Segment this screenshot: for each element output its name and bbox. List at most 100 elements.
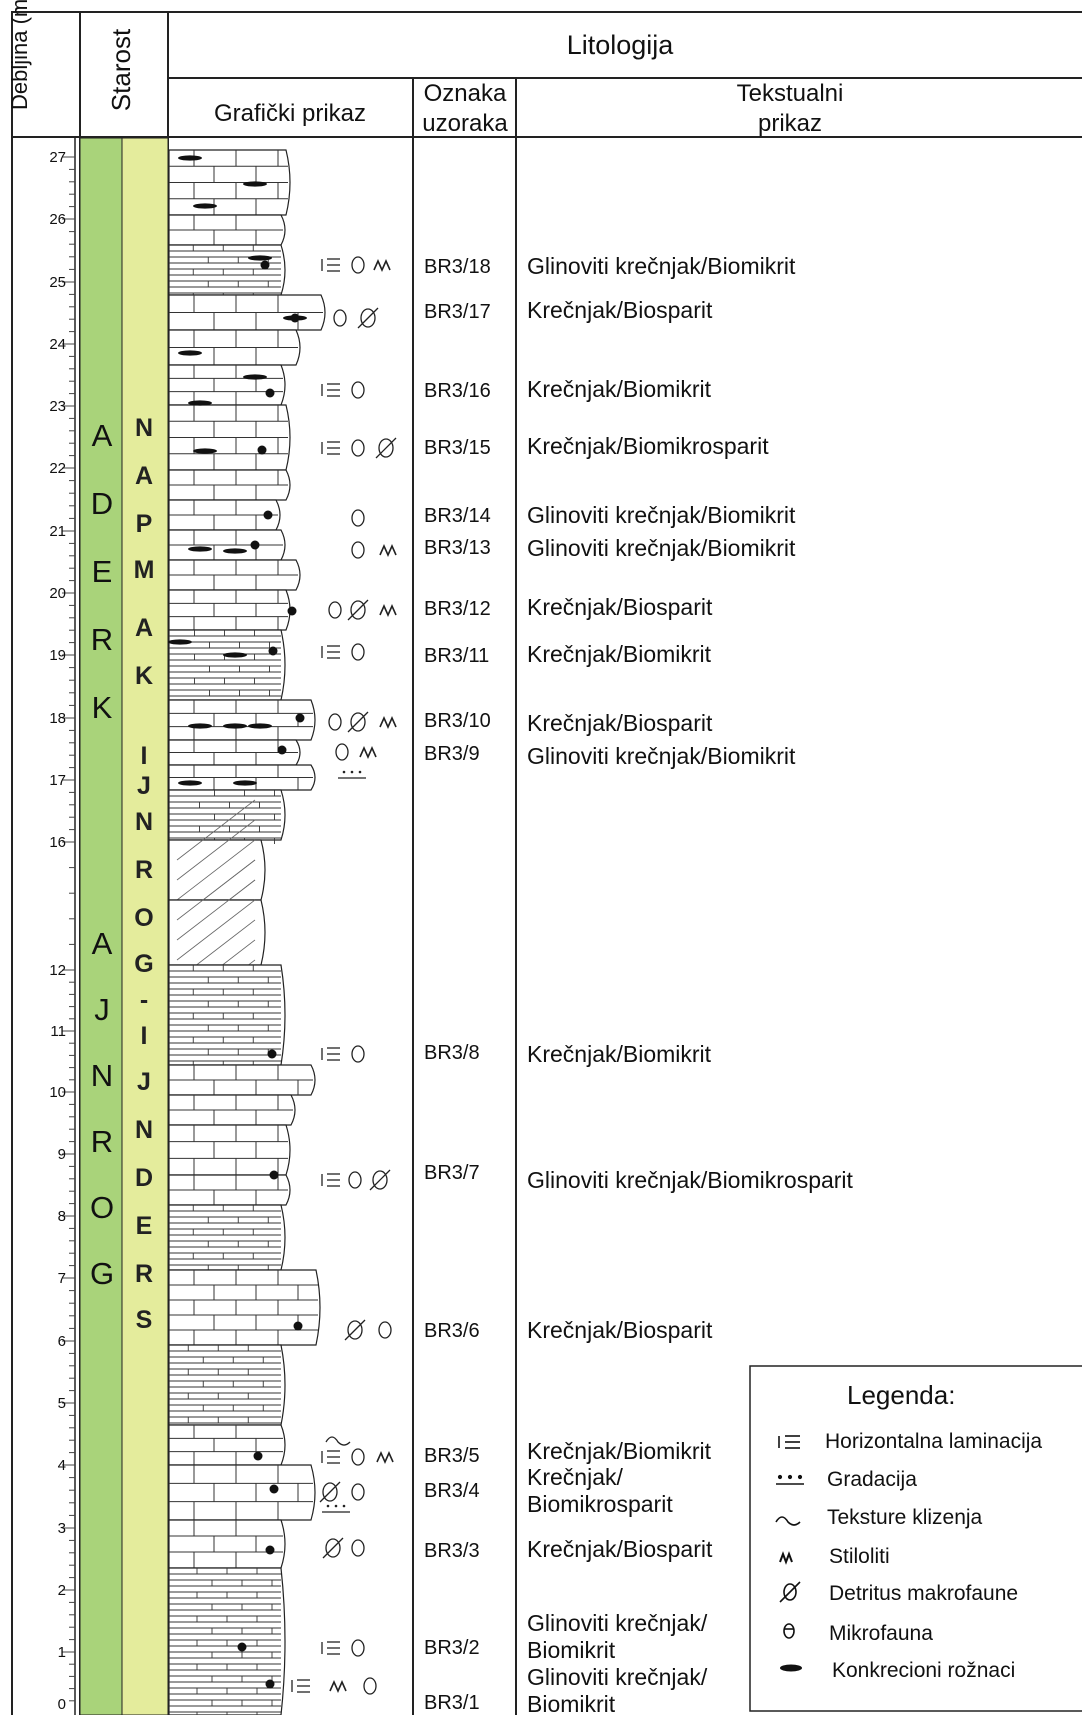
stylolite-symbol [360,748,376,757]
depth-label: 5 [16,1395,66,1412]
chert-nodule-icon [780,1665,802,1672]
bed [169,1270,320,1345]
depth-label: 26 [16,211,66,228]
chert-nodule [233,780,257,785]
fossil-dot [266,1546,275,1555]
lamination-symbol [322,1174,340,1186]
bed [169,470,290,500]
slump-symbol [326,1437,350,1445]
chert-nodule [223,652,247,657]
sample-description: Krečnjak/Biosparit [527,1536,712,1563]
sample-description: Glinoviti krečnjak/Biomikrosparit [527,1167,853,1194]
legend-label: Horizontalna laminacija [825,1430,1042,1454]
chert-nodule [178,780,202,785]
epoch-letter: K [80,690,124,726]
bed [169,700,315,740]
lithology-graphic [168,150,396,1715]
sample-header-line1: Oznaka [414,80,516,108]
bed [169,790,285,844]
depth-label: 25 [16,274,66,291]
lamination-symbol [322,1451,340,1463]
stylolite-symbol [374,261,390,270]
epoch-letter: D [80,486,124,522]
lamination-symbol [322,646,340,658]
stage-letter: E [124,1212,164,1241]
microfauna-symbol [336,744,348,760]
microfauna-symbol [352,542,364,558]
sample-id: BR3/14 [424,505,491,528]
sample-id: BR3/9 [424,743,480,766]
fossil-dot [269,647,278,656]
depth-label: 9 [16,1146,66,1163]
depth-label: 7 [16,1270,66,1287]
sample-id: BR3/17 [424,301,491,324]
depth-label: 12 [16,962,66,979]
lamination-symbol [322,1642,340,1654]
bed [169,1175,290,1205]
chert-nodule [168,639,192,644]
sample-description: Krečnjak/Biomikrit [527,1438,711,1465]
depth-label: 8 [16,1208,66,1225]
microfauna-symbol [352,1484,364,1500]
graphic-header: Grafički prikaz [190,100,390,128]
bed [169,1205,285,1271]
fossil-dot [261,261,270,270]
depth-label: 18 [16,710,66,727]
stage-letter: R [124,1260,164,1289]
stage-letter: - [124,986,164,1015]
stage-letter: J [124,772,164,801]
sample-id: BR3/8 [424,1042,480,1065]
depth-label: 27 [16,149,66,166]
detritus-symbol [370,1170,390,1190]
depth-label: 1 [16,1644,66,1661]
stage-letter: R [124,856,164,885]
chert-nodule [248,723,272,728]
lithology-header: Litologija [470,30,770,61]
sample-description: Krečnjak/Biosparit [527,710,712,737]
stylolite-symbol [380,718,396,727]
microfauna-symbol [352,1540,364,1556]
microfauna-symbol [334,310,346,326]
sample-id: BR3/18 [424,256,491,279]
lamination-symbol [322,442,340,454]
bed [169,1520,285,1568]
stage-letter: I [124,1022,164,1051]
depth-label: 3 [16,1520,66,1537]
epoch-letter: J [80,992,124,1028]
sample-id: BR3/2 [424,1637,480,1660]
bed [169,1125,290,1175]
text-header-line1: Tekstualni [640,80,940,108]
detritus-symbol [345,1320,365,1340]
sample-id: BR3/4 [424,1480,480,1503]
depth-label: 6 [16,1333,66,1350]
depth-label: 4 [16,1457,66,1474]
fossil-dot [254,1452,263,1461]
legend-label: Konkrecioni rožnaci [832,1659,1015,1683]
depth-label: 23 [16,398,66,415]
sample-description: Krečnjak/Biomikrit [527,376,711,403]
lamination-symbol [322,259,340,271]
chert-nodule [243,181,267,186]
fossil-dot [264,511,273,520]
bed [169,500,280,530]
stage-letter: J [124,1068,164,1097]
sample-description: Glinoviti krečnjak/ Biomikrit [527,1664,747,1715]
depth-label: 21 [16,523,66,540]
depth-label: 24 [16,336,66,353]
depth-label: 2 [16,1582,66,1599]
bed [169,765,315,790]
legend-label: Detritus makrofaune [829,1582,1018,1606]
detritus-symbol [323,1538,343,1558]
sample-id: BR3/3 [424,1540,480,1563]
epoch-letter: A [80,418,124,454]
sample-description: Krečnjak/Biosparit [527,1317,712,1344]
fossil-dot [266,389,275,398]
stylolite-symbol [380,606,396,615]
sample-description: Glinoviti krečnjak/Biomikrit [527,743,795,770]
gradation-symbol [322,1505,350,1512]
chert-nodule [248,255,272,260]
lamination-symbol [292,1680,310,1692]
lamination-symbol [322,384,340,396]
chert-nodule [178,155,202,160]
lamination-symbol [322,1048,340,1060]
